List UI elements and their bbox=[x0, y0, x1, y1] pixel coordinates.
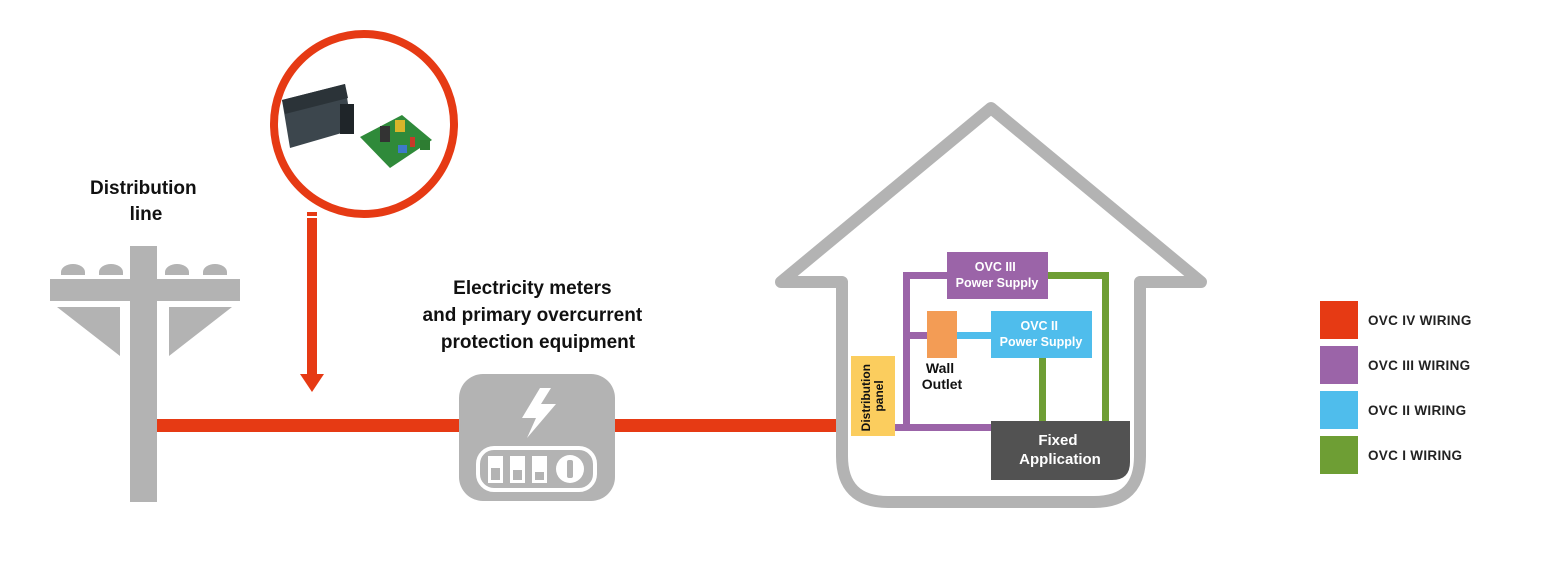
wall-outlet: Wall Outlet bbox=[922, 311, 963, 392]
svg-text:Distribution panel: Distribution panel bbox=[859, 361, 886, 432]
legend-label: OVC IV WIRING bbox=[1368, 312, 1472, 328]
house-outline-icon bbox=[775, 102, 1207, 508]
utility-pole-icon bbox=[50, 246, 240, 502]
svg-text:Fixed Application: Fixed Application bbox=[1019, 432, 1101, 468]
legend-label: OVC I WIRING bbox=[1368, 447, 1463, 463]
legend-item-ovc4: OVC IV WIRING bbox=[1320, 301, 1472, 339]
legend-swatch bbox=[1320, 346, 1358, 384]
legend-item-ovc2: OVC II WIRING bbox=[1320, 391, 1472, 429]
ovc2-power-supply: OVC II Power Supply bbox=[991, 311, 1092, 358]
legend-item-ovc3: OVC III WIRING bbox=[1320, 346, 1472, 384]
ovc3-power-supply: OVC III Power Supply bbox=[947, 252, 1048, 299]
legend-label: OVC III WIRING bbox=[1368, 357, 1471, 373]
legend-swatch bbox=[1320, 301, 1358, 339]
electricity-meter-icon bbox=[459, 374, 615, 501]
fixed-application: Fixed Application bbox=[991, 421, 1130, 480]
svg-text:OVC III Power Supply: OVC III Power Supply bbox=[956, 260, 1039, 290]
arrow-down-icon bbox=[300, 212, 324, 392]
power-supply-product-photo bbox=[270, 30, 458, 218]
meters-label: Electricity meters and primary overcurre… bbox=[423, 278, 648, 353]
distribution-panel: Distribution panel bbox=[851, 356, 895, 436]
distribution-line-label: Distribution line bbox=[90, 178, 202, 225]
legend-swatch bbox=[1320, 391, 1358, 429]
svg-text:OVC II Power Supply: OVC II Power Supply bbox=[1000, 319, 1083, 349]
legend: OVC IV WIRING OVC III WIRING OVC II WIRI… bbox=[1320, 301, 1472, 481]
legend-swatch bbox=[1320, 436, 1358, 474]
legend-item-ovc1: OVC I WIRING bbox=[1320, 436, 1472, 474]
legend-label: OVC II WIRING bbox=[1368, 402, 1467, 418]
house-wiring bbox=[895, 272, 1109, 431]
svg-text:Wall Outlet: Wall Outlet bbox=[922, 360, 963, 392]
